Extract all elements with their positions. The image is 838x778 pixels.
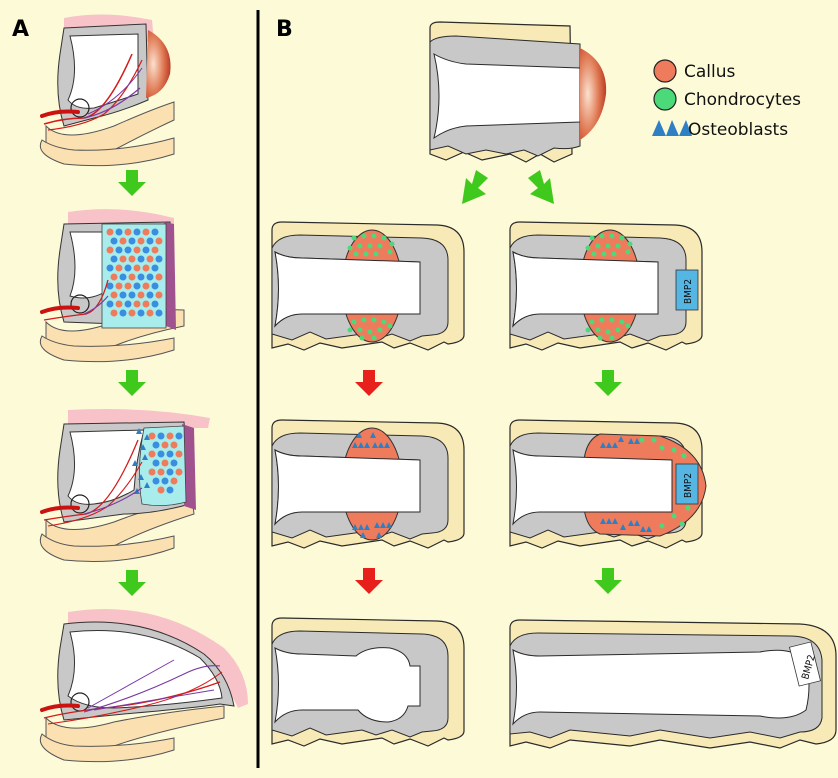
- panel-a-stage-4: [40, 609, 248, 762]
- panel-b-arrow-green-1: [594, 370, 622, 396]
- panel-a-arrow-2: [118, 370, 146, 396]
- panel-b-label: B: [276, 17, 293, 42]
- panel-b-row2-right: BMP2: [510, 420, 706, 548]
- bmp2-label: BMP2: [683, 279, 694, 304]
- legend: Callus Chondrocytes Osteoblasts: [652, 60, 801, 140]
- legend-chondrocytes-label: Chondrocytes: [684, 90, 801, 110]
- legend-callus-label: Callus: [684, 62, 736, 82]
- panel-a-label: A: [12, 17, 29, 42]
- panel-a-arrow-1: [118, 170, 146, 196]
- bmp2-label: BMP2: [683, 473, 694, 498]
- panel-b-amputated-digit: [430, 22, 606, 162]
- panel-b-row3-right: BMP2: [510, 620, 836, 748]
- panel-b-row1-left: [272, 222, 464, 350]
- panel-b-arrow-red-1: [355, 370, 383, 396]
- chondrocyte-icon: [654, 88, 676, 110]
- panel-a-stage-1: [40, 14, 174, 165]
- panel-a-stage-3: [40, 409, 210, 562]
- panel-b-row1-right: BMP2: [510, 222, 702, 350]
- panel-a-arrow-3: [118, 570, 146, 596]
- panel-b-arrow-red-2: [355, 568, 383, 594]
- callus-icon: [654, 60, 676, 82]
- panel-b-row3-left: [272, 618, 464, 746]
- panel-b-arrow-green-2: [594, 568, 622, 594]
- panel-b-arrow-split-left: [462, 170, 488, 204]
- panel-b-row2-left: [272, 420, 464, 548]
- osteoblast-icon: [652, 120, 692, 136]
- legend-osteoblasts-label: Osteoblasts: [688, 120, 788, 140]
- panel-a-stage-2: [40, 209, 184, 362]
- panel-b-arrow-split-right: [528, 170, 554, 204]
